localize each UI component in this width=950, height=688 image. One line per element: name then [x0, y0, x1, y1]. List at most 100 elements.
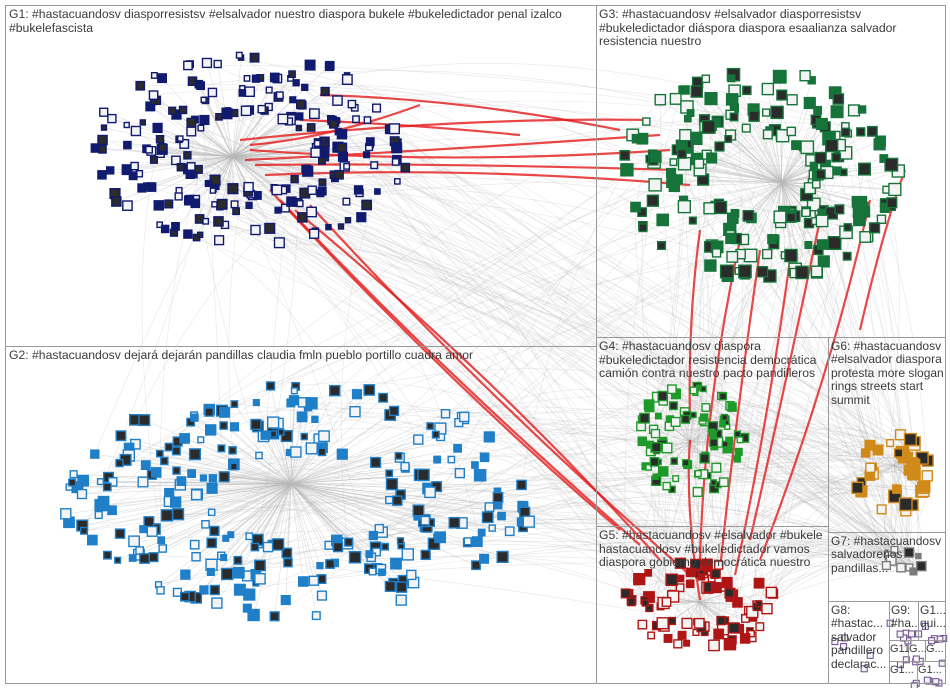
edge: [671, 388, 713, 588]
network-node: [220, 554, 228, 562]
edge: [232, 156, 303, 218]
edge: [689, 407, 707, 443]
network-node: [795, 265, 809, 280]
network-node: [721, 440, 729, 448]
edge: [701, 444, 870, 578]
network-node: [68, 478, 77, 487]
edge: [290, 473, 390, 484]
edge: [624, 89, 684, 594]
network-node: [243, 74, 251, 82]
edge: [379, 470, 922, 529]
edge: [695, 138, 782, 183]
edge: [210, 469, 910, 573]
edge: [625, 553, 919, 594]
edge: [232, 156, 279, 211]
edge: [758, 508, 906, 583]
network-node: [342, 197, 351, 206]
edge: [688, 229, 702, 421]
edge: [677, 179, 782, 183]
edge: [290, 474, 424, 484]
group-label-g9: G9: #ha...: [891, 604, 919, 631]
network-node: [137, 476, 149, 488]
edge: [664, 208, 710, 603]
network-node: [852, 204, 867, 219]
network-node: [825, 138, 839, 153]
network-node: [890, 545, 899, 554]
network-node: [171, 446, 181, 456]
edge: [232, 109, 263, 157]
edge: [366, 154, 914, 572]
edge: [370, 80, 812, 558]
edge: [125, 457, 910, 553]
edge: [153, 156, 233, 161]
edge: [348, 522, 902, 568]
edge: [656, 476, 910, 568]
group-panel-g1: [5, 5, 597, 347]
edge: [273, 427, 858, 489]
edge: [218, 221, 719, 635]
network-node: [254, 573, 266, 585]
edge: [232, 156, 396, 163]
edge: [232, 92, 243, 157]
edge: [269, 189, 621, 531]
edge: [667, 552, 910, 639]
network-node: [122, 200, 133, 212]
network-node: [114, 556, 122, 564]
network-node: [896, 630, 904, 638]
edge: [698, 239, 742, 561]
network-node: [873, 138, 886, 151]
network-node: [352, 115, 360, 124]
edge: [358, 189, 649, 468]
edge: [162, 145, 233, 157]
network-node: [412, 504, 425, 517]
network-node: [784, 248, 798, 263]
edge: [334, 100, 731, 123]
edge: [730, 134, 782, 183]
network-node: [700, 413, 709, 422]
edge: [661, 245, 915, 445]
edge: [756, 456, 909, 607]
edge: [341, 134, 674, 596]
network-node: [701, 403, 711, 412]
network-node: [453, 443, 462, 453]
edge: [666, 219, 860, 487]
edge: [196, 494, 648, 596]
network-node: [311, 611, 321, 621]
network-node: [728, 622, 740, 634]
network-node: [269, 72, 280, 83]
network-node: [317, 447, 327, 457]
network-node: [434, 531, 446, 544]
edge: [712, 126, 782, 183]
edge: [722, 562, 887, 630]
network-node: [886, 619, 894, 627]
edge: [290, 472, 460, 484]
network-node: [185, 169, 195, 179]
network-node: [160, 224, 170, 234]
network-node: [860, 665, 868, 673]
network-node: [755, 600, 763, 608]
network-node: [196, 231, 204, 239]
edge: [232, 103, 353, 157]
network-node: [708, 639, 720, 652]
network-node: [233, 583, 246, 596]
edge: [671, 172, 782, 183]
edge: [781, 170, 899, 183]
edge: [690, 417, 725, 443]
network-node: [619, 149, 631, 161]
network-node: [183, 60, 193, 71]
network-node: [786, 126, 797, 137]
edge: [366, 204, 672, 580]
network-node: [661, 597, 672, 607]
network-node: [484, 502, 495, 512]
edge: [234, 112, 922, 567]
edge: [264, 435, 292, 484]
edge: [771, 550, 910, 593]
network-node: [692, 486, 703, 498]
network-node: [115, 430, 127, 442]
network-node: [727, 212, 739, 225]
edge: [290, 462, 376, 484]
edge: [116, 156, 233, 202]
edge: [290, 483, 338, 541]
network-node: [356, 212, 367, 223]
